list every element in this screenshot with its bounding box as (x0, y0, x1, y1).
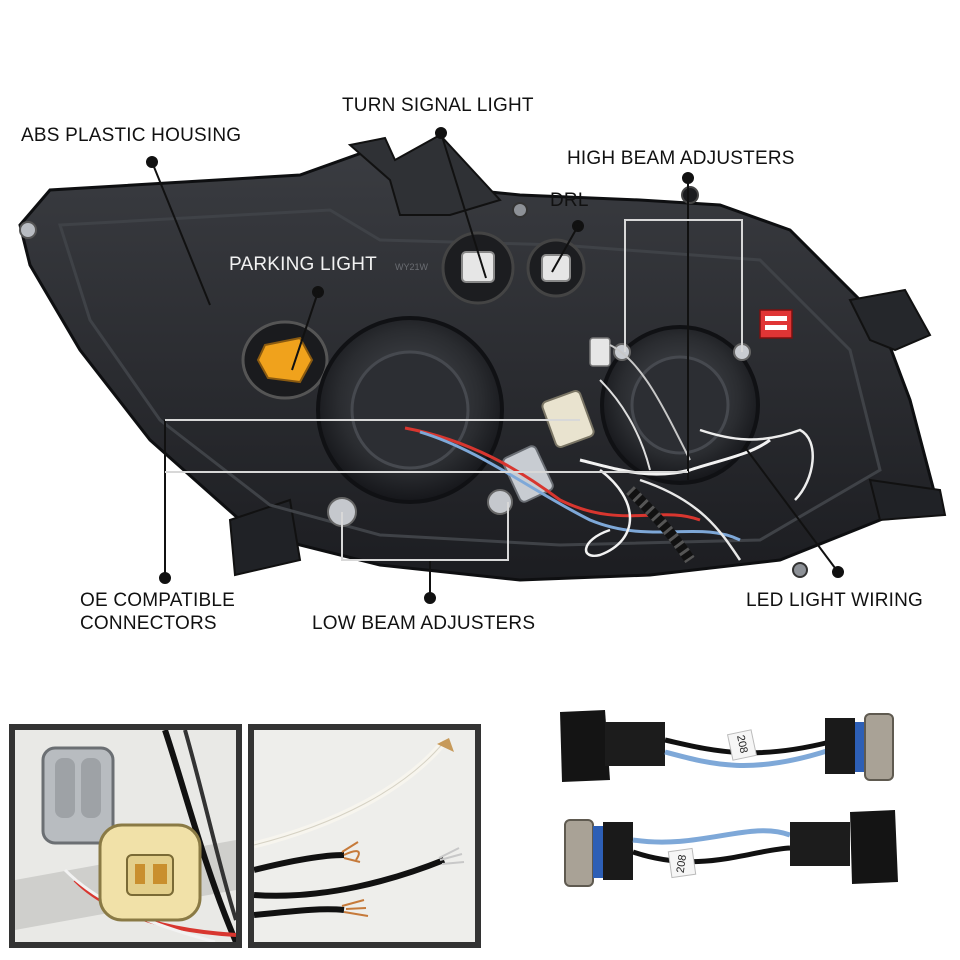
label-connectors: CONNECTORS (80, 613, 217, 634)
inset-connector-closeup (9, 724, 242, 948)
label-oe-compatible: OE COMPATIBLE (80, 590, 235, 611)
label-high-beam-adjusters: HIGH BEAM ADJUSTERS (567, 148, 795, 169)
label-turn-signal-light: TURN SIGNAL LIGHT (342, 95, 534, 116)
callout-lines (146, 127, 844, 604)
label-led-light-wiring: LED LIGHT WIRING (746, 590, 924, 611)
adapter-harness-illustration: 208 208 (560, 710, 898, 887)
label-parking-light: PARKING LIGHT (229, 254, 377, 275)
grey-connector (502, 445, 554, 503)
lamp-stamp: WY21W (395, 262, 429, 272)
marker-text-top: 208 (734, 734, 750, 754)
label-low-beam-adjusters: LOW BEAM ADJUSTERS (312, 613, 536, 634)
top-bracket (347, 133, 502, 216)
right-lower-tab (868, 478, 947, 522)
guide-lines (165, 219, 743, 561)
marker-sleeve-bottom (667, 847, 697, 879)
marker-sleeve-top (726, 729, 758, 761)
inset-wire-closeup (248, 724, 481, 948)
label-abs-plastic-housing: ABS PLASTIC HOUSING (21, 125, 242, 146)
bottom-tab (228, 498, 302, 577)
connector-closeup-illustration (15, 730, 236, 942)
label-drl: DRL (550, 190, 589, 211)
right-bracket (848, 288, 932, 352)
marker-text-bottom: 208 (675, 854, 689, 874)
wire-closeup-illustration (254, 730, 475, 942)
wire-blue (419, 430, 741, 542)
grey-plug (41, 746, 115, 845)
